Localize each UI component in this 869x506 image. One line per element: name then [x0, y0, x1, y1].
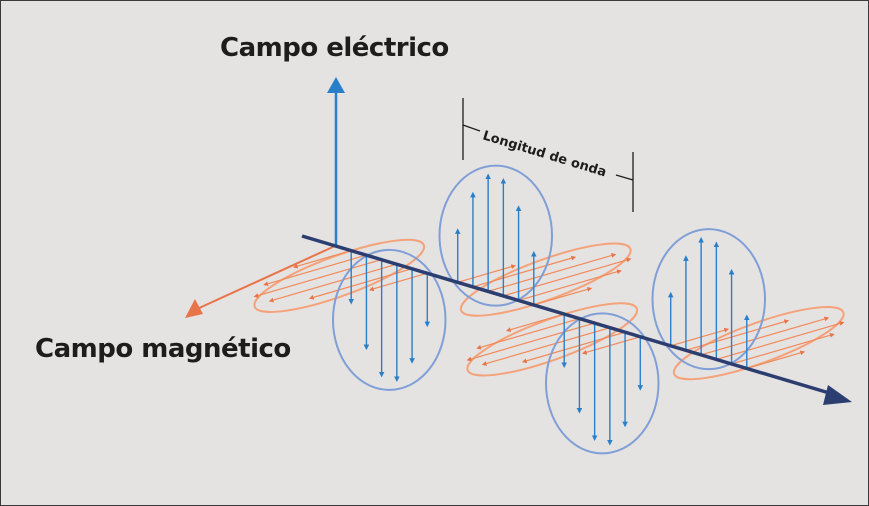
- magnetic-vector: [308, 268, 413, 300]
- magnetic-vector: [670, 327, 729, 347]
- electric-field-label: Campo eléctrico: [220, 33, 449, 63]
- magnetic-lobe: [457, 242, 632, 317]
- electric-lobe: [332, 248, 447, 391]
- magnetic-vector: [503, 257, 632, 297]
- electric-lobe-outline: [545, 312, 660, 455]
- magnetic-vector: [472, 255, 577, 288]
- magnetic-lobe-outline: [253, 238, 426, 313]
- electric-lobe: [545, 312, 660, 455]
- electric-lobe-outline: [651, 228, 766, 371]
- magnetic-vector: [731, 332, 835, 365]
- magnetic-vector: [746, 350, 806, 370]
- magnetic-vector: [263, 254, 367, 287]
- arrow-right-icon: [823, 385, 852, 405]
- propagation-axis: [301, 234, 852, 405]
- magnetic-vector: [268, 263, 398, 303]
- magnetic-vector: [476, 317, 580, 350]
- magnetic-lobe: [253, 238, 428, 313]
- electric-field-axis-arrow: [327, 77, 345, 245]
- magnetic-vector: [685, 319, 790, 351]
- magnetic-field-lobes: [253, 238, 845, 381]
- magnetic-vector: [457, 264, 516, 283]
- magnetic-field-label: Campo magnético: [35, 334, 291, 364]
- magnetic-vector: [481, 327, 611, 366]
- electric-field-lobes: [332, 164, 766, 455]
- magnetic-vector: [582, 336, 641, 355]
- magnetic-field-axis-arrow: [185, 245, 336, 318]
- magnetic-vector: [466, 322, 595, 362]
- electric-lobe: [651, 228, 766, 371]
- magnetic-vector: [505, 313, 565, 332]
- magnetic-vector: [292, 249, 352, 269]
- electric-lobe: [438, 164, 553, 307]
- magnetic-vector: [533, 287, 593, 306]
- magnetic-vector: [369, 272, 428, 292]
- electric-lobe-outline: [438, 164, 553, 307]
- magnetic-lobe-outline: [672, 306, 845, 381]
- magnetic-lobe-outline: [466, 302, 639, 377]
- magnetic-lobe: [466, 302, 641, 377]
- arrow-up-icon: [327, 77, 345, 93]
- magnetic-vector: [253, 259, 382, 298]
- magnetic-vector: [487, 253, 617, 292]
- arrow-down-left-icon: [185, 299, 203, 318]
- magnetic-vector: [521, 331, 626, 364]
- magnetic-vector: [716, 321, 845, 360]
- electric-lobe-outline: [332, 248, 447, 391]
- wavelength-label: Longitud de onda: [481, 128, 608, 180]
- magnetic-lobe: [670, 306, 845, 381]
- magnetic-lobe-outline: [459, 242, 632, 317]
- magnetic-vector: [518, 269, 622, 302]
- magnetic-vector: [700, 316, 830, 356]
